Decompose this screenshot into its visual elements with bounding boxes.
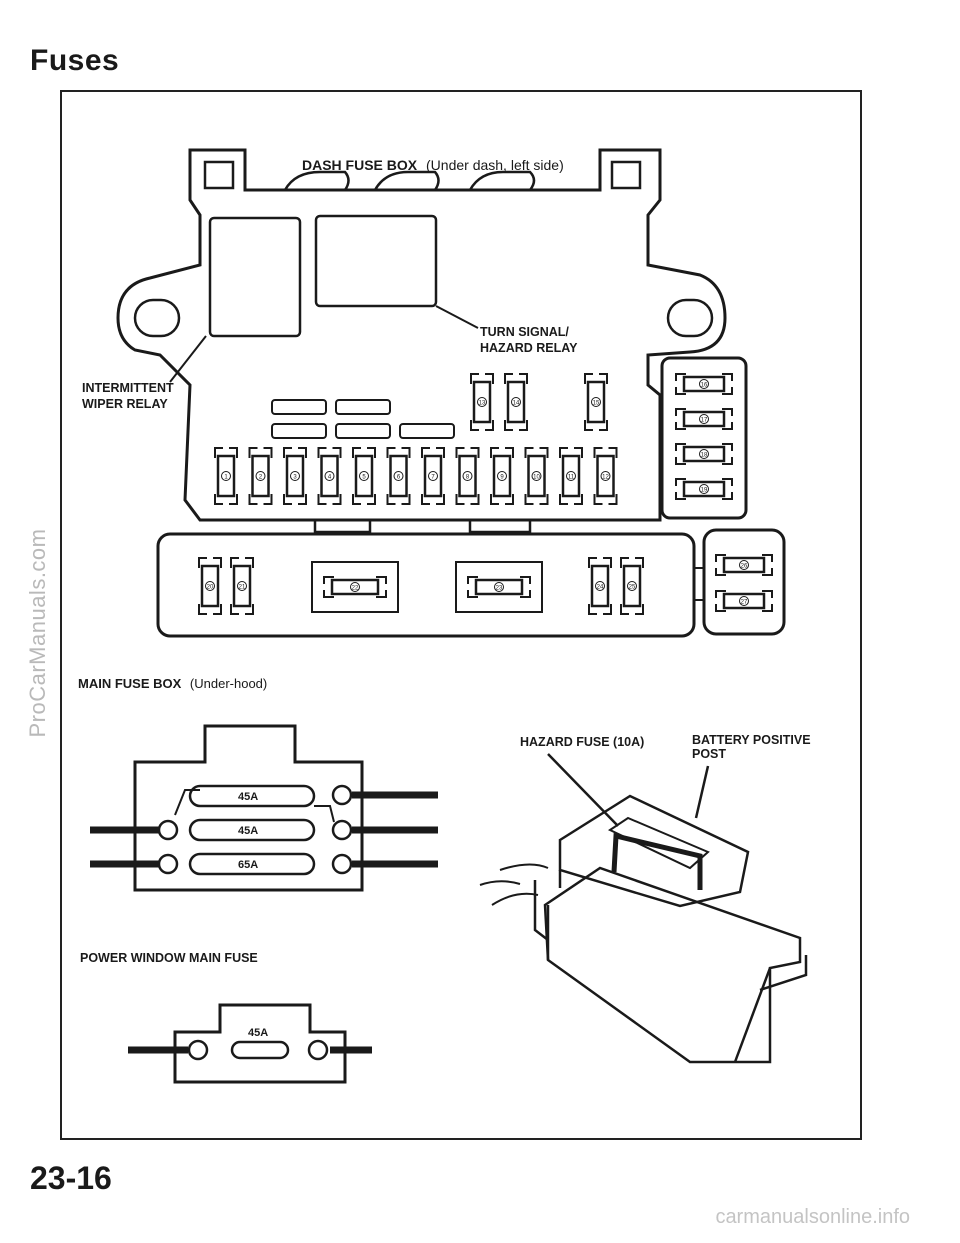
main-fuse-24: 24	[588, 557, 612, 615]
main-fuse-22: 22	[323, 576, 387, 598]
wiper-relay-label-1: INTERMITTENT	[82, 381, 174, 395]
main-fuse-box-label: MAIN FUSE BOX (Under-hood)	[78, 676, 267, 691]
dash-fuse-16-number: 16	[701, 383, 708, 389]
dash-fuse-19-number: 19	[701, 488, 708, 494]
main-fuse-box	[156, 528, 786, 638]
page-title: Fuses	[30, 44, 120, 77]
turn-signal-leader	[435, 305, 479, 329]
dash-fuse-14-number: 14	[513, 401, 520, 407]
main-fuse-25-number: 25	[629, 585, 636, 591]
dash-fuse-8: 8	[455, 447, 480, 505]
battery-post-label-1: BATTERY POSITIVE	[692, 733, 811, 747]
battery-post-label-2: POST	[692, 747, 726, 761]
dash-fuse-upper: 13 14 15	[470, 373, 608, 431]
dash-fuse-11-number: 11	[568, 475, 575, 481]
main-fuse-22-number: 22	[352, 586, 359, 592]
main-fuse-25: 25	[620, 557, 644, 615]
main-fuse-26: 26	[715, 554, 773, 576]
dash-fuse-7: 7	[421, 447, 445, 505]
dash-fuse-19: 19	[675, 478, 733, 500]
dash-fuse-10: 10	[524, 447, 549, 505]
page-number: 23-16	[30, 1160, 112, 1196]
turn-signal-relay-outline	[314, 214, 438, 308]
hazard-fuse-label: HAZARD FUSE (10A)	[520, 735, 644, 749]
main-fuse-side: 26 27	[715, 554, 773, 612]
figure-frame	[60, 90, 862, 1140]
dash-fuse-12: 12	[593, 447, 618, 505]
wiper-relay-outline	[208, 216, 302, 338]
dash-fuse-13: 13	[470, 373, 494, 431]
bottom-watermark: carmanualsonline.info	[715, 1206, 910, 1228]
power-window-fuse-rating: 45A	[248, 1027, 268, 1039]
dash-fuse-11: 11	[559, 447, 583, 505]
main-fuse-holder	[90, 724, 438, 892]
dash-fuse-18: 18	[675, 443, 733, 465]
main-fuse-rating-3: 65A	[238, 859, 258, 871]
dash-fuse-6-number: 6	[397, 475, 401, 481]
main-fuse-23: 23	[467, 576, 531, 598]
power-window-fuse-label: POWER WINDOW MAIN FUSE	[80, 951, 258, 965]
wiper-relay-label-2: WIPER RELAY	[82, 397, 168, 411]
dash-fuse-12-number: 12	[602, 475, 609, 481]
dash-fuse-5: 5	[352, 447, 376, 505]
wiper-relay-leader	[169, 335, 207, 383]
dash-fuse-8-number: 8	[466, 475, 470, 481]
main-fuse-rating-2: 45A	[238, 825, 258, 837]
dash-fuse-2: 2	[248, 447, 273, 505]
dash-fuse-4: 4	[317, 447, 342, 505]
main-fuse-right: 24 25	[588, 557, 644, 615]
dash-fuse-17: 17	[675, 408, 733, 430]
main-fuse-24-number: 24	[597, 585, 604, 591]
main-fuse-21-number: 21	[239, 585, 246, 591]
dash-fuse-1: 1	[214, 447, 238, 505]
main-fuse-20-number: 20	[207, 585, 214, 591]
power-window-fuse	[128, 1003, 372, 1084]
dash-fuse-9: 9	[490, 447, 514, 505]
dash-fuse-box-label: DASH FUSE BOX (Under dash, left side)	[302, 157, 564, 173]
dash-fuse-5-number: 5	[362, 475, 366, 481]
turn-signal-relay-label-2: HAZARD RELAY	[480, 341, 578, 355]
dash-fuse-1-number: 1	[224, 475, 228, 481]
dash-fuse-box	[116, 148, 748, 534]
main-fuse-26-number: 26	[741, 564, 748, 570]
dash-fuse-4-number: 4	[328, 475, 332, 481]
main-fuse-27: 27	[715, 590, 773, 612]
main-fuse-20: 20	[198, 557, 222, 615]
main-fuse-21: 21	[230, 557, 254, 615]
dash-fuse-3: 3	[283, 447, 307, 505]
dash-fuse-15: 15	[584, 373, 608, 431]
turn-signal-relay-label-1: TURN SIGNAL/	[480, 325, 569, 339]
dash-fuse-9-number: 9	[500, 475, 504, 481]
dash-fuse-6: 6	[386, 447, 411, 505]
dash-fuse-13-number: 13	[479, 401, 486, 407]
dash-fuse-14: 14	[504, 373, 528, 431]
dash-fuse-side: 16 17 18 19	[675, 373, 733, 500]
main-fuse-27-number: 27	[741, 600, 748, 606]
dash-fuse-3-number: 3	[293, 475, 297, 481]
dash-fuse-16: 16	[675, 373, 733, 395]
dash-fuse-17-number: 17	[701, 418, 708, 424]
dash-fuse-15-number: 15	[593, 401, 600, 407]
hazard-fuse-detail	[479, 753, 808, 1064]
dash-fuse-2-number: 2	[259, 475, 263, 481]
main-fuse-23-number: 23	[496, 586, 503, 592]
main-fuse-center: 22 23	[323, 576, 531, 598]
dash-fuse-18-number: 18	[701, 453, 708, 459]
main-fuse-rating-1: 45A	[238, 791, 258, 803]
dash-fuse-10-number: 10	[533, 475, 540, 481]
dash-fuse-7-number: 7	[431, 475, 435, 481]
